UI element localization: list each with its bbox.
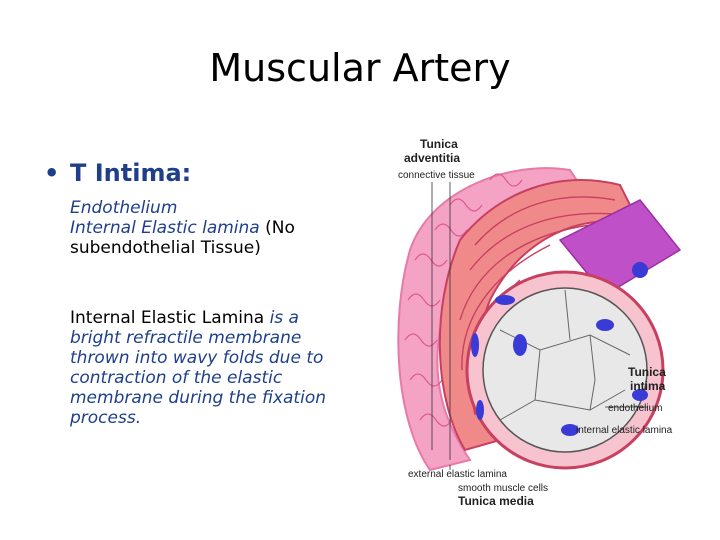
cell-nuclei <box>471 262 648 436</box>
desc-line-4: contraction of the elastic <box>70 368 283 388</box>
artery-illustration: Tunica adventitia connective tissue Tuni… <box>397 137 682 508</box>
bullet-heading: T Intima: <box>70 159 192 187</box>
label-tunica-intima-1: Tunica <box>628 365 666 379</box>
media-layer <box>438 179 642 452</box>
desc-line-6: process. <box>70 408 142 428</box>
label-internal-elastic-lamina: internal elastic lamina <box>576 425 673 436</box>
desc-line-1-italic: is a <box>269 308 299 328</box>
desc-line-1-plain: Internal Elastic Lamina <box>70 308 270 328</box>
label-tunica-adventitia-2: adventitia <box>404 151 460 165</box>
bullet-marker: • <box>44 159 60 187</box>
internal-elastic-lamina-line: Internal Elastic lamina (No <box>70 218 390 238</box>
label-leader-lines <box>431 182 648 470</box>
iel-italic-text: Internal Elastic lamina <box>70 218 260 238</box>
label-tunica-adventitia-1: Tunica <box>420 137 458 151</box>
iel-plain-text: (No <box>259 218 295 238</box>
muscular-artery-diagram: Tunica adventitia connective tissue Tuni… <box>390 130 710 510</box>
intima-components-text: Endothelium Internal Elastic lamina (No … <box>70 198 390 258</box>
desc-line-5: membrane during the fixation <box>70 388 326 408</box>
label-endothelium: endothelium <box>608 403 662 414</box>
label-smooth-muscle-cells: smooth muscle cells <box>458 483 548 494</box>
desc-line-2: bright refractile membrane <box>70 328 302 348</box>
desc-line-1: Internal Elastic Lamina is a <box>70 308 390 328</box>
label-connective-tissue: connective tissue <box>398 170 475 181</box>
bullet-intima: • T Intima: <box>44 158 191 188</box>
subendothelial-line: subendothelial Tissue) <box>70 238 261 258</box>
desc-line-3: thrown into wavy folds due to <box>70 348 324 368</box>
endothelium-line: Endothelium <box>70 198 178 218</box>
label-tunica-media: Tunica media <box>458 494 534 508</box>
label-tunica-intima-2: intima <box>630 379 666 393</box>
slide-title: Muscular Artery <box>209 46 511 90</box>
label-external-elastic-lamina: external elastic lamina <box>408 469 507 480</box>
iel-description-text: Internal Elastic Lamina is a bright refr… <box>70 308 390 428</box>
